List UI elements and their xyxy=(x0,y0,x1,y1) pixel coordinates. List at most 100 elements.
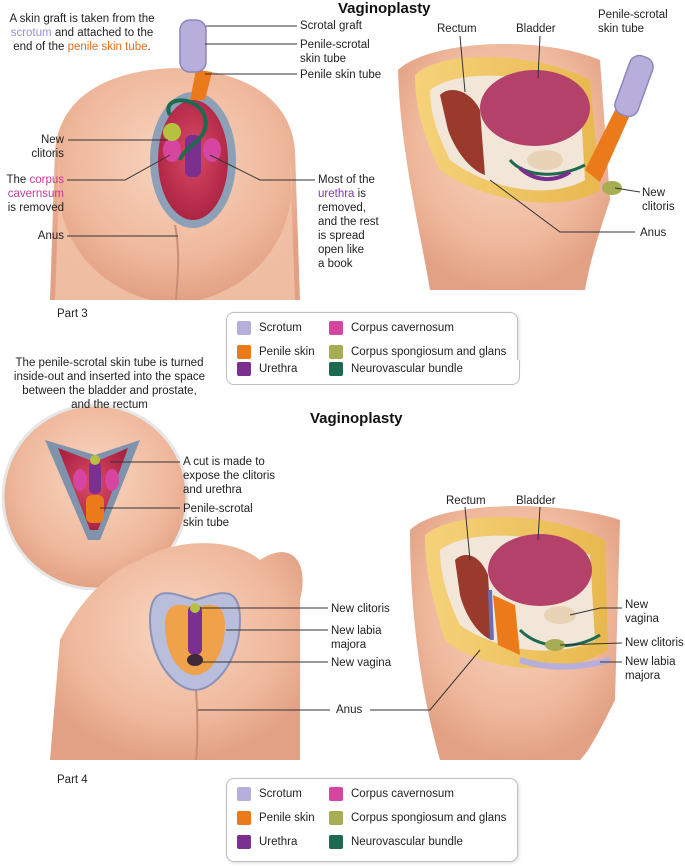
legend4-label-scrotum: Scrotum xyxy=(259,788,302,800)
legend-item-penile-skin: Penile skin xyxy=(237,345,315,359)
label-tube-part4: Penile-scrotal skin tube xyxy=(183,502,253,530)
part4-intro-line4: and the rectum xyxy=(71,399,148,411)
label-penile-scrotal-tube-line2: skin tube xyxy=(300,53,347,65)
part3-side-view xyxy=(398,43,654,291)
part4-front-view xyxy=(50,543,303,761)
label-urethra-line2: is xyxy=(357,188,366,200)
label-cut-line2: expose the clitoris xyxy=(183,470,276,482)
label-side-labia-part4: New labia majora xyxy=(625,655,676,683)
label-corpus-pre: The xyxy=(6,174,27,186)
label-corpus-post: is removed xyxy=(7,202,64,214)
legend-part3-bottom: Urethra Neurovascular bundle xyxy=(226,360,520,385)
part3-front-view xyxy=(50,19,300,301)
legend-label-corpus-spongiosum: Corpus spongiosum and glans xyxy=(351,346,507,358)
label-urethra-line4: and the rest xyxy=(318,216,379,228)
label-urethra-removed: Most of the urethra is removed, and the … xyxy=(318,173,379,271)
part3-intro-scrotum: scrotum xyxy=(10,27,52,39)
part3-title: Vaginoplasty xyxy=(338,0,431,17)
label-anus-part3: Anus xyxy=(37,230,64,242)
part3-intro: A skin graft is taken from the scrotum a… xyxy=(2,12,162,54)
legend4-item-corpus-spongiosum: Corpus spongiosum and glans xyxy=(329,811,506,825)
legend-swatch-urethra xyxy=(237,362,251,376)
label-tube-part4-line2: skin tube xyxy=(183,517,230,529)
label-penile-scrotal-tube-line1: Penile-scrotal xyxy=(300,39,370,51)
legend4-swatch-corpus-spongiosum xyxy=(329,811,343,825)
label-urethra-line5: is spread xyxy=(318,230,365,242)
legend-label-penile-skin: Penile skin xyxy=(259,346,315,358)
label-urethra-line6: open like xyxy=(318,244,365,256)
legend-item-scrotum: Scrotum xyxy=(237,321,302,335)
legend4-label-penile-skin: Penile skin xyxy=(259,812,315,824)
label-corpus-word: corpus xyxy=(29,174,64,186)
label-new-vagina-part4: New vagina xyxy=(331,657,392,669)
label-rectum-part4: Rectum xyxy=(446,495,486,507)
label-new-clitoris-line2: clitoris xyxy=(31,148,64,160)
label-bladder-part3: Bladder xyxy=(516,23,556,35)
part4-intro-line1: The penile-scrotal skin tube is turned xyxy=(15,357,204,369)
label-side-clitoris-part3: New clitoris xyxy=(642,186,675,214)
label-penile-skin-tube: Penile skin tube xyxy=(300,69,382,81)
part4-title: Vaginoplasty xyxy=(310,410,403,427)
legend-swatch-corpus-cavernosum xyxy=(329,321,343,335)
leader-lines xyxy=(67,25,641,711)
label-cut: A cut is made to expose the clitoris and… xyxy=(183,455,275,497)
legend4-swatch-urethra xyxy=(237,835,251,849)
label-bladder-part4: Bladder xyxy=(516,495,556,507)
label-urethra-line7: a book xyxy=(318,258,353,270)
label-cut-line3: and urethra xyxy=(183,484,242,496)
label-scrotal-graft: Scrotal graft xyxy=(300,20,362,32)
legend-item-corpus-cavernosum: Corpus cavernosum xyxy=(329,321,454,335)
label-side-tube-line2: skin tube xyxy=(598,23,645,35)
part4-intro-line3: between the bladder and prostate, xyxy=(22,385,197,397)
label-penile-scrotal-tube: Penile-scrotal skin tube xyxy=(300,38,370,66)
legend-label-neurovascular: Neurovascular bundle xyxy=(351,363,463,375)
label-side-clitoris-line1: New xyxy=(642,187,666,199)
legend4-label-urethra: Urethra xyxy=(259,836,298,848)
legend4-swatch-scrotum xyxy=(237,787,251,801)
part4-label: Part 4 xyxy=(57,774,88,786)
label-side-vagina-part4: New vagina xyxy=(625,598,659,626)
label-urethra-line1: Most of the xyxy=(318,174,375,186)
label-side-clitoris-part4: New clitoris xyxy=(625,637,684,649)
label-new-clitoris-line1: New xyxy=(40,134,64,146)
part3-intro-mid: and attached to the end of the xyxy=(13,27,154,53)
part4-intro: The penile-scrotal skin tube is turned i… xyxy=(2,356,217,412)
label-corpus-removed: The corpus cavernsum is removed xyxy=(2,173,64,215)
legend-swatch-scrotum xyxy=(237,321,251,335)
part4-inset-view xyxy=(1,403,189,591)
legend-swatch-neurovascular xyxy=(329,362,343,376)
legend4-item-corpus-cavernosum: Corpus cavernosum xyxy=(329,787,454,801)
label-side-labia-line2: majora xyxy=(625,670,661,682)
label-urethra-word: urethra xyxy=(318,188,355,200)
label-side-labia-line1: New labia xyxy=(625,656,676,668)
label-cut-line1: A cut is made to xyxy=(183,456,265,468)
label-new-labia-line2: majora xyxy=(331,639,367,651)
legend-part4: Scrotum Corpus cavernosum Penile skin Co… xyxy=(226,778,518,862)
label-rectum-part3: Rectum xyxy=(437,23,477,35)
legend4-swatch-penile-skin xyxy=(237,811,251,825)
legend-item-corpus-spongiosum: Corpus spongiosum and glans xyxy=(329,345,506,359)
legend4-item-urethra: Urethra xyxy=(237,835,297,849)
legend-label-urethra: Urethra xyxy=(259,363,298,375)
legend4-label-neurovascular: Neurovascular bundle xyxy=(351,836,463,848)
label-anus-part4: Anus xyxy=(336,704,363,716)
legend-item-neurovascular: Neurovascular bundle xyxy=(329,362,463,376)
legend-label-scrotum: Scrotum xyxy=(259,322,302,334)
label-side-clitoris-line2: clitoris xyxy=(642,201,675,213)
legend4-label-corpus-spongiosum: Corpus spongiosum and glans xyxy=(351,812,507,824)
label-side-anus-part3: Anus xyxy=(640,227,667,239)
legend4-swatch-neurovascular xyxy=(329,835,343,849)
legend4-label-corpus-cavernosum: Corpus cavernosum xyxy=(351,788,454,800)
legend4-item-penile-skin: Penile skin xyxy=(237,811,315,825)
part3-intro-end: . xyxy=(147,41,151,53)
part4-side-view xyxy=(410,506,620,760)
part4-intro-line2: inside-out and inserted into the space xyxy=(13,371,206,383)
legend-swatch-penile-skin xyxy=(237,345,251,359)
legend4-swatch-corpus-cavernosum xyxy=(329,787,343,801)
legend-item-urethra: Urethra xyxy=(237,362,297,376)
label-side-tube-part3: Penile-scrotal skin tube xyxy=(598,8,668,36)
part3-intro-pre: A skin graft is taken from the xyxy=(9,13,155,25)
label-side-tube-line1: Penile-scrotal xyxy=(598,9,668,21)
label-urethra-line3: removed, xyxy=(318,202,366,214)
